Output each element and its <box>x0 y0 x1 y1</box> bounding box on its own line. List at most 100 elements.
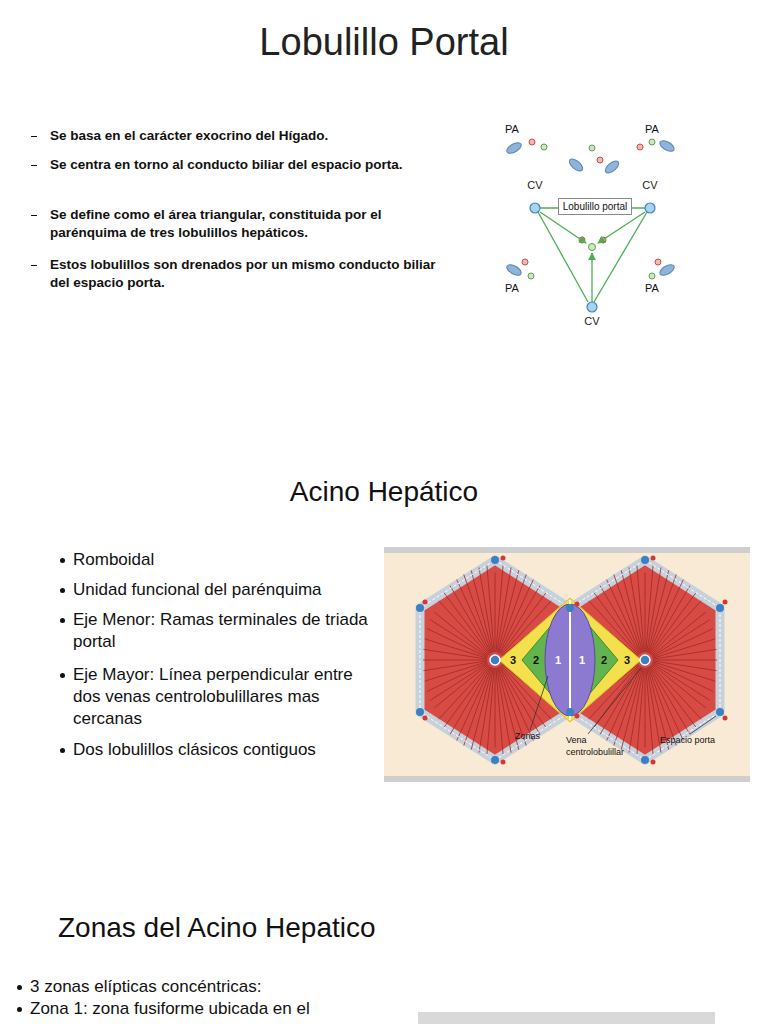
bullet-text: Eje Mayor: Línea perpendicular entre dos… <box>73 664 381 730</box>
sinusoid <box>637 566 644 652</box>
hexagon-fill <box>541 263 644 370</box>
hexagon-lobule: CV <box>540 262 645 370</box>
dash-marker <box>31 265 37 267</box>
callout-label: Espacio porta <box>660 735 715 747</box>
bullet-text: Se centra en torno al conducto biliar de… <box>50 156 445 174</box>
sinusoid <box>457 580 491 654</box>
sinusoid <box>423 649 487 659</box>
bullet-marker <box>17 985 22 990</box>
callout-label: Vena centrolobulillar <box>566 735 638 758</box>
label-box: Lobulillo portal <box>558 198 633 215</box>
sinusoid <box>653 662 715 681</box>
bullet-marker <box>17 1007 22 1012</box>
sinusoid-lines <box>423 566 717 755</box>
sinusoid <box>653 639 715 658</box>
bullet-text: Zona 1: zona fusiforme ubicada en el <box>30 998 730 1020</box>
sinusoid <box>425 662 487 681</box>
sinusoid <box>651 593 696 655</box>
sinusoid <box>495 573 496 653</box>
central-veins <box>530 203 655 312</box>
callout-label: Zonas <box>515 731 540 743</box>
sinusoid <box>645 573 646 653</box>
sinusoid <box>439 665 489 719</box>
bullet-text: Dos lobulillos clásicos contiguos <box>73 739 381 761</box>
bullet-text: Eje Menor: Ramas terminales de triada po… <box>73 609 381 653</box>
box-label: Lobulillo portal <box>563 201 628 212</box>
zone-number: 2 <box>601 653 607 667</box>
sinusoid <box>425 639 487 658</box>
zone-number: 3 <box>510 653 516 667</box>
sinusoid <box>646 566 653 652</box>
bullet-marker <box>60 748 65 753</box>
sinusoid <box>434 664 488 708</box>
lobule-hexagons <box>420 560 720 760</box>
bullet-text: Estos lobulillos son drenados por un mis… <box>50 256 445 291</box>
sinusoid <box>427 663 487 692</box>
zone-number: 1 <box>555 653 561 667</box>
sinusoid <box>647 668 661 753</box>
portal-area-label: PA <box>645 122 659 136</box>
bullet-marker <box>60 673 65 678</box>
cropped-figure <box>418 1012 715 1024</box>
vein-label: CV <box>642 178 657 192</box>
sinusoid <box>496 566 503 652</box>
sinusoid <box>653 661 717 671</box>
sinusoid <box>464 667 492 745</box>
sinusoid <box>648 667 676 745</box>
dash-marker <box>31 165 37 167</box>
page-title: Lobulillo Portal <box>0 18 768 67</box>
sinusoid <box>648 574 676 652</box>
portal-area-label: PA <box>505 281 519 295</box>
sinusoid <box>427 629 487 658</box>
sinusoid <box>652 663 710 700</box>
dash-marker <box>31 215 37 217</box>
bullet-text: 3 zonas elípticas concéntricas: <box>30 976 730 998</box>
sinusoid <box>653 629 713 658</box>
sinusoid <box>430 620 488 657</box>
sinusoid <box>487 566 494 652</box>
sinusoid <box>649 667 683 741</box>
bullet-text: Romboidal <box>73 549 381 571</box>
acinus-zones <box>499 598 641 722</box>
sinusoid <box>497 668 511 753</box>
panel-band <box>384 547 750 553</box>
leader-lines <box>530 668 716 734</box>
bullet-text: Unidad funcional del parénquima <box>73 579 381 601</box>
sinusoid <box>434 612 488 656</box>
sinusoid <box>653 663 713 692</box>
sinusoid <box>652 664 706 708</box>
sinusoid <box>487 668 494 754</box>
bullet-text: Se define como el área triangular, const… <box>50 206 445 241</box>
sinusoid <box>653 660 717 661</box>
sinusoid <box>496 668 503 754</box>
sinusoid <box>464 574 492 652</box>
panel-band <box>384 776 750 782</box>
sinusoid <box>444 666 489 728</box>
figure-panel <box>384 547 750 782</box>
sinusoid <box>629 567 643 652</box>
hexagon-borders <box>420 560 720 760</box>
sinusoid <box>645 668 646 748</box>
sinusoid <box>479 567 493 652</box>
dash-marker <box>31 136 37 138</box>
sinusoid <box>652 612 706 656</box>
sinusoid <box>423 660 487 661</box>
portal-triads <box>505 139 676 279</box>
portal-spaces <box>416 556 728 765</box>
portal-area-label: PA <box>505 122 519 136</box>
section-heading: Zonas del Acino Hepatico <box>58 910 376 946</box>
sinusoid <box>637 668 644 754</box>
zone-number: 2 <box>533 653 539 667</box>
bullet-marker <box>60 588 65 593</box>
section-heading: Acino Hepático <box>0 474 768 510</box>
vein-label: CV <box>584 314 599 328</box>
sinusoid <box>653 649 717 659</box>
vein-label: CV <box>527 178 542 192</box>
zone-number: 1 <box>579 653 585 667</box>
bullet-text: Se basa en el carácter exocrino del Híga… <box>50 127 445 145</box>
bullet-marker <box>60 618 65 623</box>
zone-number: 3 <box>624 653 630 667</box>
